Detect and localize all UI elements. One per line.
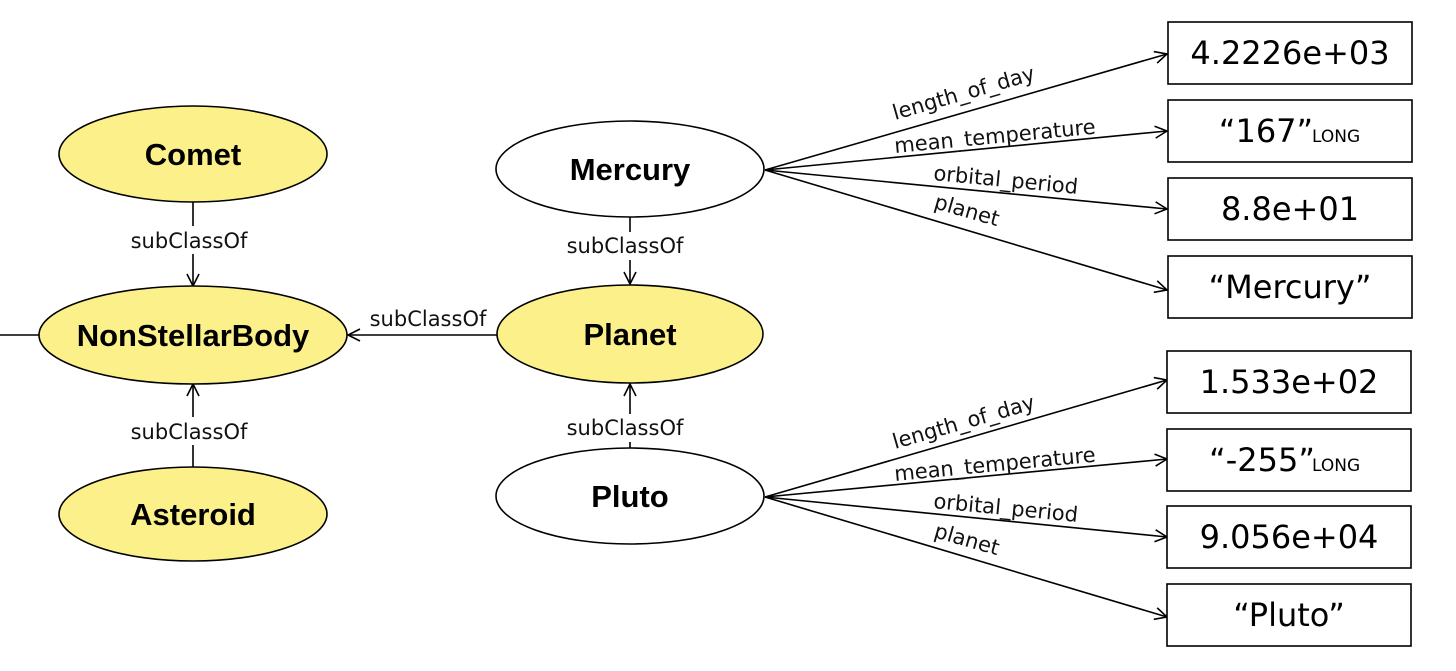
literal-box-mercury-orbital-period[interactable]: 8.8e+01 [1167,177,1413,241]
literal-pluto-orbital-period: 9.056e+04 [1200,518,1379,556]
edge-pluto-planet [764,496,1167,617]
edge-mercury-planet [764,169,1167,290]
instance-label-pluto: Pluto [591,479,669,514]
literal-pluto-planet: “Pluto” [1233,596,1345,634]
literal-mercury-length-of-day: 4.2226e+03 [1190,34,1389,72]
literal-type-mercury-mean-temperature: LONG [1312,127,1360,147]
prop-label-mercury-mean-temperature: mean_temperature [893,115,1097,159]
edge-label-planet-subclassof: subClassOf [370,307,487,331]
literal-box-mercury-mean-temperature[interactable]: “167” LONG [1167,99,1413,163]
instance-node-pluto[interactable]: Pluto [495,447,765,545]
literal-box-pluto-planet[interactable]: “Pluto” [1166,583,1412,647]
edge-label-pluto-subclassof: subClassOf [567,416,684,440]
literal-pluto-length-of-day: 1.533e+02 [1200,363,1379,401]
class-label-non-stellar-body: NonStellarBody [77,318,310,353]
instance-label-mercury: Mercury [570,152,691,187]
edge-label-comet-subclassof: subClassOf [131,229,248,253]
literal-box-pluto-orbital-period[interactable]: 9.056e+04 [1166,505,1412,569]
class-node-comet[interactable]: Comet [58,105,328,203]
class-node-non-stellar-body[interactable]: NonStellarBody [38,285,348,385]
literal-box-mercury-length-of-day[interactable]: 4.2226e+03 [1167,21,1413,85]
svg-text:“-255”: “-255” [1209,441,1315,479]
class-label-comet: Comet [145,137,241,172]
edge-pluto-orbital-period [764,496,1167,537]
literal-mercury-mean-temperature: “167” [1219,112,1313,150]
prop-label-pluto-orbital-period: orbital_period [932,489,1079,528]
edge-label-mercury-subclassof: subClassOf [567,234,684,258]
prop-label-mercury-planet: planet [932,190,1003,231]
edge-label-asteroid-subclassof: subClassOf [131,420,248,444]
class-node-planet[interactable]: Planet [496,284,764,384]
literal-mercury-orbital-period: 8.8e+01 [1221,190,1359,228]
edge-mercury-length-of-day [764,54,1167,171]
literal-box-pluto-length-of-day[interactable]: 1.533e+02 [1166,350,1412,414]
svg-text:“167”: “167” [1219,112,1313,150]
prop-label-pluto-length-of-day: length_of_day [890,390,1038,454]
edge-mercury-orbital-period [764,169,1167,209]
prop-label-pluto-mean-temperature: mean_temperature [893,443,1097,487]
literal-box-mercury-planet[interactable]: “Mercury” [1167,255,1413,319]
prop-label-mercury-length-of-day: length_of_day [890,61,1038,125]
edge-pluto-mean-temperature [764,459,1167,498]
class-label-asteroid: Asteroid [130,497,256,532]
literal-box-pluto-mean-temperature[interactable]: “-255” LONG [1166,428,1412,492]
class-label-planet: Planet [583,317,676,352]
prop-label-pluto-planet: planet [932,519,1003,560]
literal-type-pluto-mean-temperature: LONG [1312,456,1360,476]
instance-node-mercury[interactable]: Mercury [495,120,765,218]
edge-mercury-mean-temperature [764,131,1167,171]
class-node-asteroid[interactable]: Asteroid [58,466,328,562]
edge-pluto-length-of-day [764,380,1167,498]
literal-pluto-mean-temperature: “-255” [1209,441,1315,479]
literal-mercury-planet: “Mercury” [1209,268,1372,306]
